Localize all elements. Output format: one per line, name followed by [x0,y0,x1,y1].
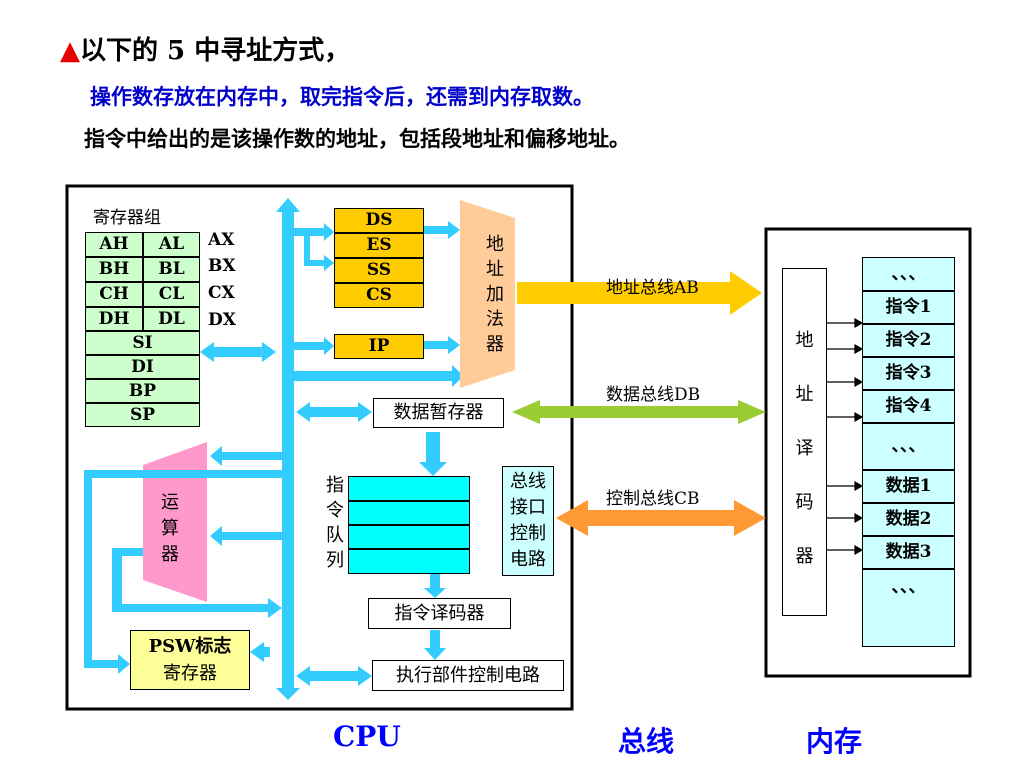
psw-bus-arrow [250,642,270,662]
bus-to-alu-arrow-2 [210,526,282,546]
bus-to-ip-arrow [294,337,334,355]
reg-al: AL [143,232,200,257]
mem-cell-ellipsis-bottom: 、、、 [862,569,955,647]
mem-cell-instr4: 指令4 [862,390,955,423]
cpu-frame [65,184,574,711]
reg-name-cx: CX [208,283,235,303]
seg-es: ES [334,233,424,258]
heading-line3: 指令中给出的是该操作数的地址，包括段地址和偏移地址。 [84,126,630,151]
address-adder-label: 地址加法器 [486,234,504,355]
mem-cell-data1: 数据1 [862,470,955,503]
psw-register: PSW标志寄存器 [130,630,250,690]
heading-line2: 操作数存放在内存中，取完指令后，还需到内存取数。 [90,84,594,109]
reg-bh: BH [85,257,143,282]
alu-label: 运算器 [161,492,179,565]
decoder-arrows [827,317,864,556]
execution-control-circuit: 执行部件控制电路 [372,660,564,691]
datatemp-queue-arrow [419,432,447,476]
triangle-icon: ▲ [60,36,80,66]
bus-to-alu-arrow-1 [210,446,282,466]
seg-ss: SS [334,258,424,283]
footer-bus-label: 总线 [618,725,675,758]
instruction-queue-label: 指令队列 [326,475,344,571]
queue-decoder-arrow [424,574,446,598]
control-bus-arrow [556,500,766,536]
reg-name-dx: DX [208,310,236,330]
data-temp-register: 数据暂存器 [373,398,504,428]
reg-si: SI [85,331,200,355]
bus-datatemp-arrow [296,402,372,422]
instruction-decoder: 指令译码器 [368,598,511,629]
bus-interface-control: 总线接口控制电路 [502,466,554,576]
mem-cell-instr1: 指令1 [862,291,955,324]
address-bus-label: 地址总线AB [606,278,699,298]
ip-to-adder-arrow [424,336,460,354]
queue-slot-4 [348,549,470,574]
reg-ip: IP [334,334,424,359]
reg-cl: CL [143,282,200,307]
decoder-exec-arrow [424,630,446,660]
bus-to-adder-arrow [294,365,464,387]
seg-cs: CS [334,283,424,308]
alu-out-loop [112,548,282,618]
alu-shape [143,442,207,602]
internal-bus-arrow [276,198,300,700]
reg-name-bx: BX [208,256,236,276]
data-bus-label: 数据总线DB [606,385,701,405]
mem-cell-ellipsis-mid: 、、、 [862,423,955,470]
memory-frame [764,227,972,678]
bus-to-seg-arrow [294,223,334,241]
footer-cpu-label: CPU [333,720,401,753]
mem-cell-instr2: 指令2 [862,324,955,357]
reg-bl: BL [143,257,200,282]
bus-exec-arrow [296,666,372,686]
reg-ch: CH [85,282,143,307]
heading-text: 以下的 5 中寻址方式， [80,36,351,66]
seg-to-adder-arrow [424,221,460,239]
address-adder-shape [460,200,515,388]
seg-ds: DS [334,208,424,233]
reg-bp: BP [85,379,200,403]
address-bus-arrow [517,271,762,315]
bus-to-seg-arrow-2 [304,236,334,271]
reg-dh: DH [85,307,143,331]
reg-ah: AH [85,232,143,257]
mem-cell-ellipsis-top: 、、、 [862,257,955,291]
mem-cell-instr3: 指令3 [862,357,955,390]
queue-slot-1 [348,476,470,501]
control-bus-label: 控制总线CB [606,489,700,509]
register-group-title: 寄存器组 [93,208,161,228]
reg-sp: SP [85,403,200,427]
memory-address-decoder: 地址译码器 [782,268,827,616]
mem-cell-data2: 数据2 [862,503,955,536]
reg-bus-arrow [200,342,276,362]
reg-dl: DL [143,307,200,331]
footer-memory-label: 内存 [806,725,863,758]
data-bus-arrow [512,400,766,424]
queue-slot-2 [348,501,470,525]
reg-name-ax: AX [208,230,235,250]
mem-cell-data3: 数据3 [862,536,955,569]
heading-line1: ▲以下的 5 中寻址方式， [60,30,350,67]
reg-di: DI [85,355,200,379]
queue-slot-3 [348,525,470,549]
